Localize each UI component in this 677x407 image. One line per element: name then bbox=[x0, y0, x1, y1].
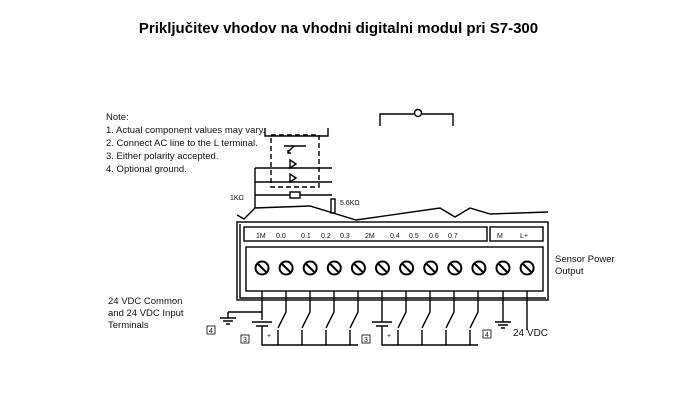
terminal-screw[interactable] bbox=[350, 260, 366, 276]
notes-heading: Note: bbox=[106, 112, 129, 123]
terminal-label: 0.6 bbox=[429, 233, 439, 240]
terminal-label: 0.3 bbox=[340, 233, 350, 240]
terminal-screw[interactable] bbox=[495, 260, 511, 276]
resistor-5k6 bbox=[330, 198, 336, 214]
terminal-screw[interactable] bbox=[326, 260, 342, 276]
vdc-label: 24 VDC bbox=[513, 328, 548, 339]
note-item: 1. Actual component values may vary. bbox=[106, 125, 265, 136]
terminal-screw[interactable] bbox=[302, 260, 318, 276]
terminal-screw[interactable] bbox=[447, 260, 463, 276]
terminal-screw[interactable] bbox=[399, 260, 415, 276]
wire bbox=[397, 300, 407, 345]
note-ref: 4 bbox=[485, 332, 489, 339]
common-label: Terminals bbox=[108, 320, 149, 331]
wire bbox=[495, 300, 511, 329]
ac-switch-symbol bbox=[379, 108, 454, 126]
notes: Note: 1. Actual component values may var… bbox=[106, 112, 265, 175]
input-module bbox=[236, 221, 549, 301]
note-refs: 4 3 3 4 bbox=[206, 325, 492, 344]
common-label: and 24 VDC Input bbox=[108, 308, 184, 319]
note-item: 2. Connect AC line to the L terminal. bbox=[106, 138, 258, 149]
terminal-label: 0.7 bbox=[448, 233, 458, 240]
terminal-label-m: M bbox=[497, 233, 503, 240]
note-item: 4. Optional ground. bbox=[106, 164, 187, 175]
wire bbox=[301, 300, 311, 345]
terminal-label: 1M bbox=[256, 233, 266, 240]
terminal-label: 0.2 bbox=[321, 233, 331, 240]
common-label: 24 VDC Common bbox=[108, 296, 182, 307]
terminal-label: 0.5 bbox=[409, 233, 419, 240]
resistor-1k bbox=[289, 191, 301, 199]
terminal-label: 2M bbox=[365, 233, 375, 240]
note-item: 3. Either polarity accepted. bbox=[106, 151, 218, 162]
resistor-5k6-label: 5.6KΩ bbox=[340, 200, 360, 207]
note-ref: 3 bbox=[243, 337, 247, 344]
sensor-power-label: Output bbox=[555, 266, 584, 277]
terminal-label: 0.4 bbox=[390, 233, 400, 240]
terminal-screw[interactable] bbox=[375, 260, 390, 276]
plus-sign: + bbox=[387, 333, 391, 340]
plus-sign: + bbox=[267, 333, 271, 340]
terminal-screw[interactable] bbox=[519, 260, 535, 276]
wire bbox=[349, 300, 359, 345]
wire bbox=[469, 300, 479, 345]
wire bbox=[372, 300, 478, 346]
wire bbox=[277, 300, 287, 345]
wire bbox=[325, 300, 335, 345]
sensor-power-label: Sensor Power bbox=[555, 254, 615, 265]
terminal-screw[interactable] bbox=[278, 260, 294, 276]
terminal-screw[interactable] bbox=[254, 260, 270, 276]
wire bbox=[228, 300, 263, 320]
note-ref: 3 bbox=[364, 337, 368, 344]
wire bbox=[220, 312, 236, 325]
optocoupler-input-circuit: 1KΩ 5.6KΩ bbox=[230, 128, 549, 221]
terminal-screw[interactable] bbox=[423, 260, 439, 276]
terminal-label-lplus: L+ bbox=[520, 233, 528, 240]
terminal-label: 0.0 bbox=[276, 233, 286, 240]
terminal-label: 0.1 bbox=[301, 233, 311, 240]
resistor-1k-label: 1KΩ bbox=[230, 195, 244, 202]
terminal-screw[interactable] bbox=[471, 260, 487, 276]
page-title: Priključitev vhodov na vhodni digitalni … bbox=[138, 20, 539, 37]
wire bbox=[445, 300, 455, 345]
wire bbox=[421, 300, 431, 345]
note-ref: 4 bbox=[209, 328, 213, 335]
